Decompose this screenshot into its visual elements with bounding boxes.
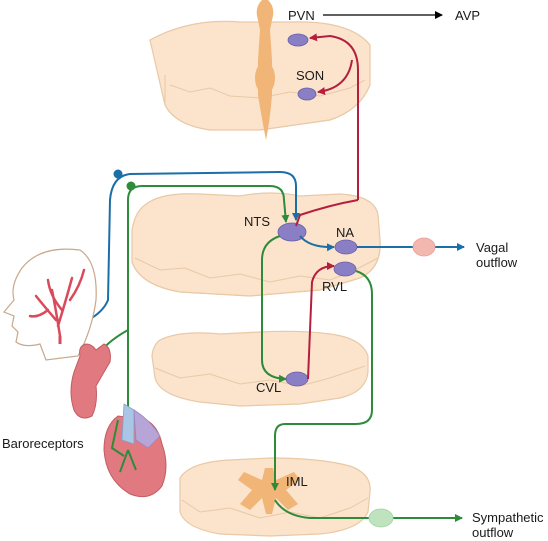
vagal-outflow-label-1: Vagal	[476, 240, 508, 255]
nodose-ganglion-dot	[126, 181, 136, 191]
vagal-ganglion	[412, 237, 436, 257]
pvn-input-pathway	[309, 33, 359, 200]
iml-label: IML	[286, 474, 308, 489]
baroreceptor-afferent-glossopharyngeal	[127, 185, 290, 470]
son-label: SON	[296, 68, 324, 83]
petrosal-ganglion-dot	[113, 169, 123, 179]
cvl-nucleus	[285, 371, 309, 387]
nts-na-pathway	[299, 235, 335, 252]
aortic-arch	[70, 343, 111, 419]
rvl-label: RVL	[322, 279, 347, 294]
avp-label: AVP	[455, 8, 480, 23]
nts-nucleus	[277, 222, 307, 242]
sympathetic-outflow-pathway	[274, 499, 463, 522]
son-input-pathway	[317, 59, 353, 96]
na-nucleus	[334, 239, 358, 255]
baroreceptors-label: Baroreceptors	[2, 436, 84, 451]
son-nucleus	[297, 87, 317, 101]
spinal-grey-matter	[238, 468, 300, 514]
nts-label: NTS	[244, 214, 270, 229]
cvl-rvl-inhibitory-pathway	[307, 262, 335, 380]
rvl-nucleus	[333, 261, 357, 277]
rvl-iml-pathway	[271, 270, 373, 491]
sympathetic-outflow-label-1: Sympathetic	[472, 510, 544, 525]
carotid-artery-tree	[28, 268, 86, 338]
head-profile	[3, 248, 97, 361]
nts-cvl-pathway	[261, 235, 287, 383]
baroreceptor-afferent-vagal	[61, 170, 300, 331]
sympathetic-outflow-label-2: outflow	[472, 525, 514, 540]
hypothalamus-slice	[149, 0, 371, 140]
heart	[103, 403, 167, 498]
medulla-caudal-slice	[151, 330, 369, 407]
spinal-cord-slice	[179, 457, 371, 537]
cvl-label: CVL	[256, 380, 281, 395]
sympathetic-ganglion	[368, 508, 394, 528]
vagal-outflow-label-2: outflow	[476, 255, 518, 270]
pvn-nucleus	[287, 33, 309, 47]
na-label: NA	[336, 225, 354, 240]
hypothalamic-nts-link	[295, 199, 359, 227]
pvn-label: PVN	[288, 8, 315, 23]
